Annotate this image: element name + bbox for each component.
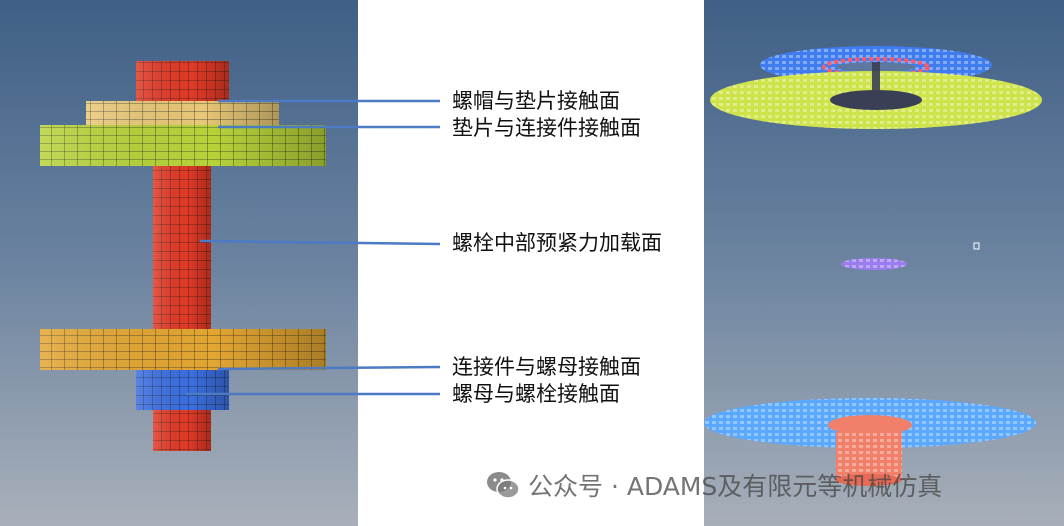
nut [136,370,229,410]
bolt-tail [153,410,211,451]
watermark: 公众号 · ADAMS及有限元等机械仿真 [486,468,942,502]
watermark-text: 公众号 · ADAMS及有限元等机械仿真 [528,472,943,501]
label-nut-bolt-contact: 螺母与螺栓接触面 [452,382,620,406]
left-fe-model-view [0,0,358,526]
contact-ring-bottom-blue [704,398,1036,448]
right-contact-surfaces-view [704,0,1064,526]
bolt-assembly-mesh [40,61,326,451]
contact-ring-yellow [710,62,1042,129]
label-plate-nut-contact: 连接件与螺母接触面 [452,355,641,379]
washer [86,101,279,126]
contact-surfaces-render [704,46,1042,486]
small-marker [973,242,980,250]
bolt-shank [153,166,211,330]
label-washer-plate-contact: 垫片与连接件接触面 [452,116,641,140]
label-preload-surface: 螺栓中部预紧力加载面 [452,231,662,255]
bolt-head [136,61,229,102]
lower-plate [40,329,326,370]
upper-plate [40,125,326,166]
wechat-icon [487,472,520,499]
leader-line-4 [217,365,441,371]
label-head-washer-contact: 螺帽与垫片接触面 [452,89,620,113]
preload-surface-purple [841,258,907,270]
nut-thread-contact-red [836,432,902,486]
leader-line-3 [199,239,441,246]
